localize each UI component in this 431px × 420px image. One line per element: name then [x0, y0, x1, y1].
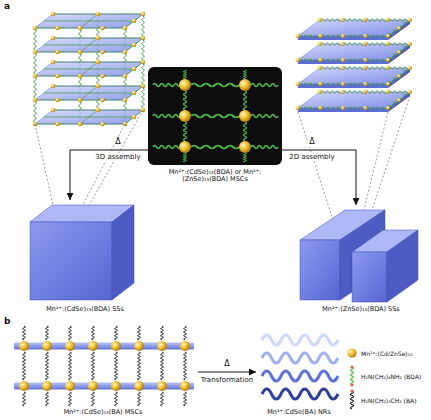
crystal-side: [112, 205, 134, 300]
arrow-connector: [282, 150, 356, 205]
cluster-ball: [179, 79, 191, 91]
bda-spring: [153, 84, 181, 87]
legend-text: H₂N(CH₂)₄NH₂ (BDA): [361, 373, 421, 380]
edge-label: Transformation: [200, 376, 255, 384]
node-caption: Mn²⁺:(CdSe)₁₃(BA) MSCs: [10, 409, 196, 416]
heat-symbol: Δ: [308, 137, 315, 147]
nanoribbon: [262, 371, 338, 381]
bda-spring: [184, 122, 187, 141]
superstructure-2d: Mn²⁺:(ZnSe)₁₃(BDA) SSs: [296, 205, 426, 316]
msc-layer: [14, 326, 194, 366]
lattice-layer: [33, 12, 145, 30]
bda-spring: [191, 146, 239, 149]
nanoribbon: [262, 389, 338, 399]
lattice-layer: [33, 36, 145, 54]
bda-spring: [251, 115, 278, 118]
crystal-front: [300, 240, 340, 300]
bda-spring: [251, 146, 278, 149]
bda-spring: [244, 91, 247, 110]
cluster-ball: [179, 141, 191, 153]
crystal-front: [30, 222, 112, 300]
amine-dot: [351, 366, 354, 369]
cluster-ball: [179, 110, 191, 122]
msc-layer: [14, 366, 194, 406]
heat-symbol: Δ: [223, 359, 230, 369]
legend-ball: [348, 349, 357, 358]
bda-spring: [153, 146, 181, 149]
node-caption: Mn²⁺:CdSe(BA) NRs: [257, 409, 341, 416]
bda-spring: [191, 115, 239, 118]
bda-spring: [153, 115, 181, 118]
panel-letter: a: [3, 1, 11, 12]
msc-panel: [148, 67, 282, 165]
heat-symbol: Δ: [114, 137, 121, 147]
node-caption: Mn²⁺:(ZnSe)₁₃(BDA) SSs: [298, 306, 424, 313]
cluster-ball: [239, 79, 251, 91]
bda-spring: [244, 122, 247, 141]
arrow-connector: [70, 150, 148, 200]
node-caption: Mn²⁺:(CdSe)₁₃(BDA) SSs: [27, 306, 143, 313]
crystal-side: [387, 230, 418, 302]
legend-entry: H₂N(CH₂)₃CH₃ (BA): [361, 397, 417, 404]
panel-letter: b: [3, 316, 11, 327]
bda-spring: [244, 153, 247, 162]
bda-spring: [251, 84, 278, 87]
nanoribbons: Mn²⁺:CdSe(BA) NRs: [256, 326, 342, 419]
lattice-layer: [296, 18, 412, 40]
legend-spring: [351, 391, 354, 409]
msc-network-box: Mn²⁺:(CdSe)₁₃(BDA) or Mn²⁺:(ZnSe)₁₃(BDA)…: [148, 67, 282, 187]
bda-spring: [244, 70, 247, 79]
bda-spring: [184, 153, 187, 162]
legend-entry: Mn²⁺:(Cd/ZnSe)₁₃: [361, 350, 413, 357]
nanoribbon: [262, 353, 338, 363]
amine-dot: [351, 390, 354, 393]
lattice-layer: [33, 60, 145, 78]
lattice-layer: [33, 84, 145, 102]
bda-spring: [184, 91, 187, 110]
lattice-layer: [33, 108, 145, 126]
bda-spring: [191, 84, 239, 87]
legend-text: Mn²⁺:(Cd/ZnSe)₁₃: [361, 350, 413, 357]
cluster-ball: [239, 141, 251, 153]
node-caption: Mn²⁺:(CdSe)₁₃(BDA) or Mn²⁺:(ZnSe)₁₃(BDA)…: [165, 169, 265, 184]
lattice-layer: [296, 90, 412, 112]
lattice-layer: [296, 66, 412, 88]
edge-label: 2D assembly: [288, 153, 335, 161]
lattice-layer: [296, 42, 412, 64]
cluster-ball: [239, 110, 251, 122]
legend-text: H₂N(CH₂)₃CH₃ (BA): [361, 397, 417, 404]
superstructure-3d: Mn²⁺:(CdSe)₁₃(BDA) SSs: [25, 200, 145, 316]
amine-dot: [351, 384, 354, 387]
edge-label: 3D assembly: [94, 153, 141, 161]
nanoribbon: [262, 335, 338, 345]
legend-spring: [351, 367, 354, 385]
arrow-connector: [198, 372, 256, 373]
zoom-line: [35, 110, 143, 214]
crystal-front: [352, 252, 387, 302]
msc-layers: Mn²⁺:(CdSe)₁₃(BA) MSCs: [8, 326, 198, 419]
bda-spring: [184, 70, 187, 79]
legend-entry: H₂N(CH₂)₄NH₂ (BDA): [361, 373, 421, 380]
